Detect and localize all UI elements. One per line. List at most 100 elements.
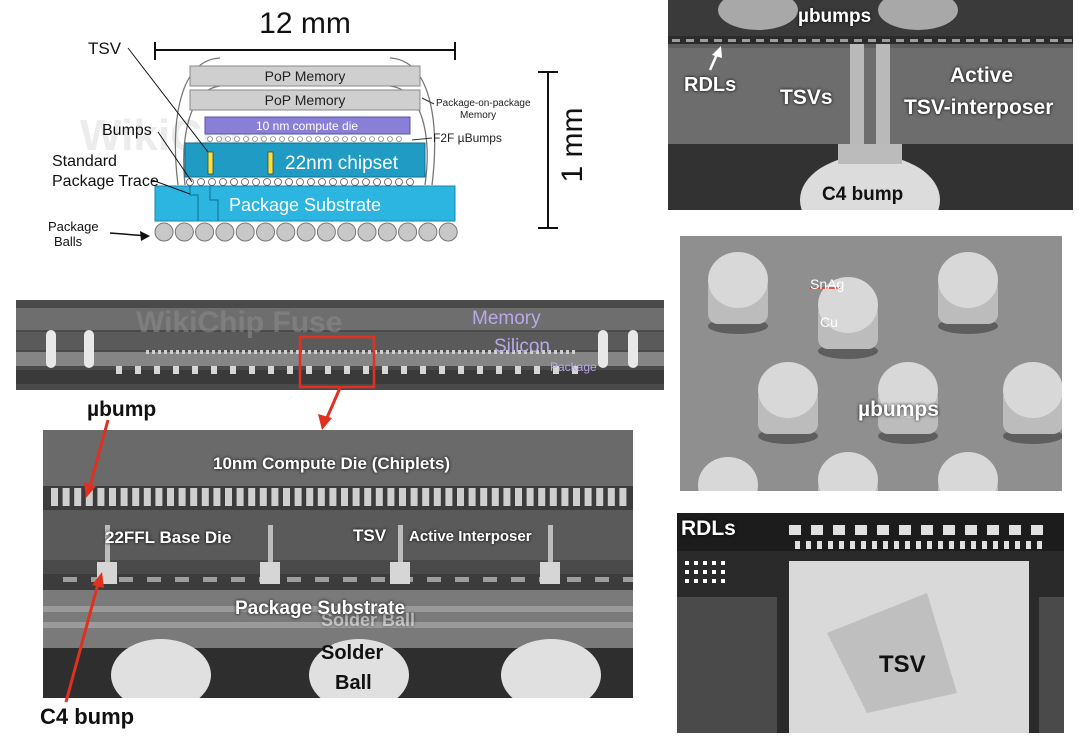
rdl-via bbox=[938, 541, 943, 549]
rdl-pad bbox=[811, 525, 823, 535]
package-ball bbox=[357, 222, 377, 242]
balls-arrowhead bbox=[140, 231, 150, 241]
wide-bump bbox=[439, 366, 445, 374]
wide-microbump bbox=[320, 350, 323, 354]
wide-microbump bbox=[458, 350, 461, 354]
sem-tsv-closeup: RDLs TSV bbox=[677, 513, 1064, 739]
f2f-bump bbox=[315, 136, 321, 142]
rdl-pad bbox=[943, 525, 955, 535]
compute-die-label: 10 nm compute die bbox=[256, 119, 358, 133]
tsv-column bbox=[268, 525, 273, 565]
rdl-via bbox=[971, 541, 976, 549]
wide-microbump bbox=[266, 350, 269, 354]
wide-microbump bbox=[482, 350, 485, 354]
chip-bump bbox=[307, 178, 315, 186]
zoom-ubump bbox=[109, 488, 116, 506]
c4-bump-pad bbox=[97, 562, 117, 584]
wide-microbump bbox=[206, 350, 209, 354]
rdl-via bbox=[806, 541, 811, 549]
rdl-segment bbox=[882, 39, 890, 42]
f2f-bump bbox=[216, 136, 222, 142]
tsv-column bbox=[105, 525, 110, 565]
wide-microbump bbox=[278, 350, 281, 354]
zoom-ubump bbox=[294, 488, 302, 506]
pop-memory-bottom-label: PoP Memory bbox=[265, 92, 346, 108]
rdl-via bbox=[982, 541, 987, 549]
chip-bump bbox=[373, 178, 381, 186]
package-balls-label-1: Package bbox=[48, 219, 99, 234]
rdl-pad bbox=[921, 525, 933, 535]
zoom-interposer-label: Active Interposer bbox=[409, 528, 532, 545]
zoom-ubump bbox=[387, 488, 395, 506]
rdl-segment bbox=[686, 39, 694, 42]
f2f-bump bbox=[387, 136, 393, 142]
sem-mid-cu-label: Cu bbox=[820, 314, 838, 330]
tsv-marker bbox=[207, 151, 214, 175]
wide-microbump bbox=[512, 350, 515, 354]
wide-microbump bbox=[224, 350, 227, 354]
tsv-leader-line bbox=[127, 47, 209, 153]
rdl-via bbox=[817, 541, 822, 549]
sem-mid-ubumps-label: µbumps bbox=[858, 398, 939, 421]
standard-trace-label-1: Standard bbox=[52, 153, 117, 170]
wide-bump bbox=[458, 366, 464, 374]
wide-microbump bbox=[518, 350, 521, 354]
zoom-ubump bbox=[503, 488, 511, 506]
rdl-segment bbox=[1050, 39, 1058, 42]
bump-cap bbox=[708, 252, 768, 308]
zoom-ubump bbox=[399, 488, 406, 506]
tsv-via bbox=[850, 44, 864, 148]
zoom-ubump bbox=[178, 488, 186, 506]
pop-leader-line bbox=[421, 97, 435, 105]
wide-bump bbox=[477, 366, 483, 374]
zoom-ubump bbox=[352, 488, 360, 506]
wide-bump bbox=[553, 366, 559, 374]
tsv-grain bbox=[827, 593, 957, 713]
chipset-bump-row bbox=[186, 178, 414, 186]
wide-bump bbox=[534, 366, 540, 374]
c4-bump-callout-label: C4 bump bbox=[40, 704, 135, 729]
f2f-bump bbox=[342, 136, 348, 142]
zoom-ubump bbox=[248, 488, 256, 506]
package-ball bbox=[174, 222, 194, 242]
wide-bump bbox=[230, 366, 236, 374]
package-schematic: WikiChip 12 mm 1 mm PoP Memory PoP Memor… bbox=[40, 0, 600, 262]
wide-bump bbox=[496, 366, 502, 374]
zoom-trace-dash bbox=[455, 577, 469, 582]
wide-microbump bbox=[302, 350, 305, 354]
c4-bump-pad bbox=[390, 562, 410, 584]
wide-section-svg: WikiChip Fuse bbox=[16, 300, 664, 390]
chip-bump bbox=[362, 178, 370, 186]
rdl-arrow-svg bbox=[708, 46, 722, 71]
zoom-base-die-label: 22FFL Base Die bbox=[105, 528, 232, 547]
package-ball bbox=[215, 222, 235, 242]
rdl-via bbox=[894, 541, 899, 549]
wide-microbump bbox=[200, 350, 203, 354]
ubump-callout-label: µbump bbox=[87, 398, 157, 421]
sem-top-ubumps-label: µbumps bbox=[798, 6, 872, 27]
bump-cap bbox=[1003, 362, 1062, 418]
zoom-trace-dash bbox=[175, 577, 189, 582]
chip-bump bbox=[395, 178, 403, 186]
bumps-leader-line bbox=[157, 131, 193, 183]
f2f-bump bbox=[333, 136, 339, 142]
package-ball bbox=[377, 222, 397, 242]
rdl-segment bbox=[714, 39, 722, 42]
zoom-ubump bbox=[120, 488, 128, 506]
bump-cap bbox=[938, 452, 998, 491]
wide-microbump bbox=[452, 350, 455, 354]
package-balls-label-2: Balls bbox=[54, 234, 83, 249]
package-ball-row bbox=[154, 222, 458, 242]
dot-array bbox=[685, 561, 689, 565]
package-ball bbox=[256, 222, 275, 242]
dot-array bbox=[694, 561, 698, 565]
f2f-bump bbox=[234, 136, 240, 142]
wide-bump bbox=[192, 366, 198, 374]
wide-microbump bbox=[152, 350, 155, 354]
zoom-trace-dash bbox=[511, 577, 525, 582]
zoom-trace-dash bbox=[315, 577, 329, 582]
zoom-cross-section: 10nm Compute Die (Chiplets) 22FFL Base D… bbox=[43, 430, 633, 698]
sem-bottom-svg bbox=[677, 513, 1064, 739]
rdl-segment bbox=[798, 39, 806, 42]
wide-microbump bbox=[182, 350, 185, 354]
